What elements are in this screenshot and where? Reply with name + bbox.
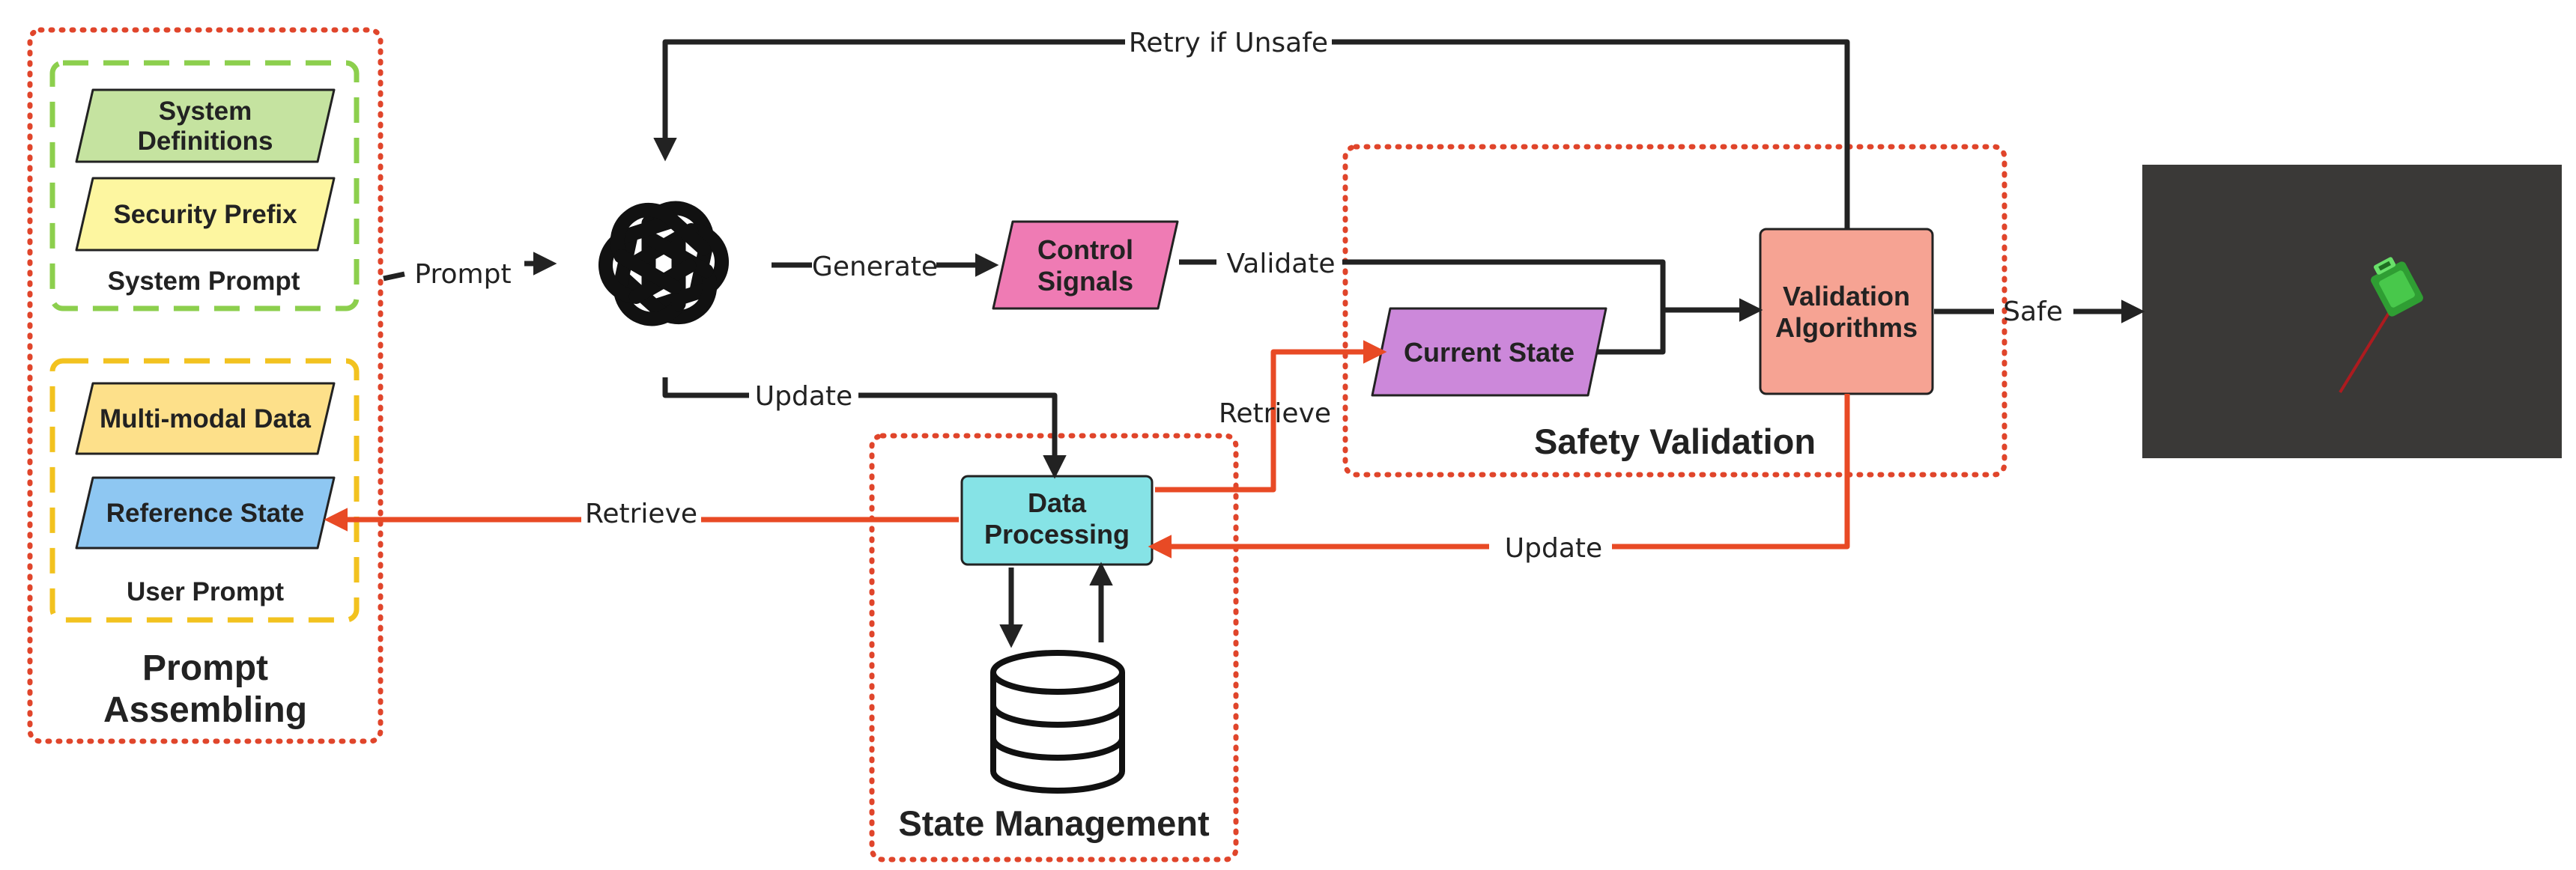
retry-arrow — [665, 39, 1850, 229]
prompt-assembling-group — [27, 27, 384, 744]
control-signals-label-line1: Control — [1037, 234, 1133, 265]
system-definitions-shape — [75, 88, 336, 163]
update-llm-arrow — [662, 377, 1055, 472]
user-prompt-group — [49, 358, 360, 623]
retrieve-reference-edge-label: Retrieve — [585, 499, 697, 529]
validation-algorithms-label-line2: Algorithms — [1775, 312, 1918, 343]
current-state-label: Current State — [1404, 337, 1575, 368]
system-prompt-group — [49, 60, 360, 311]
reference-state-shape — [75, 476, 336, 550]
update-llm-edge-label: Update — [755, 381, 852, 412]
safety-validation-group — [1342, 144, 2007, 478]
validate-arrow — [1179, 259, 1756, 310]
retrieve-current-edge-label: Retrieve — [1219, 398, 1331, 429]
state-management-title: State Management — [898, 803, 1210, 843]
database-icon — [990, 650, 1125, 794]
robot-topdown-image — [2142, 165, 2562, 458]
multimodal-data-shape — [75, 382, 336, 455]
multimodal-data-label: Multi-modal Data — [100, 404, 311, 434]
system-definitions-node: System Definitions — [75, 88, 336, 163]
prompt-assembling-title-line2: Assembling — [103, 690, 307, 730]
safety-validation-title: Safety Validation — [1534, 422, 1816, 461]
prompt-assembling-title-line1: Prompt — [142, 648, 268, 688]
update-validation-edge-label: Update — [1505, 533, 1602, 564]
system-definitions-label-line2: Definitions — [138, 127, 273, 156]
current-state-to-validation-arrow — [1597, 310, 1666, 355]
validation-algorithms-shape — [1759, 228, 1934, 395]
validation-algorithms-label-line1: Validation — [1783, 281, 1910, 311]
control-signals-node: Control Signals — [992, 220, 1179, 310]
system-definitions-label-line1: System — [159, 97, 252, 126]
current-state-node: Current State — [1371, 307, 1607, 397]
security-prefix-shape — [75, 177, 336, 252]
user-prompt-title: User Prompt — [127, 577, 284, 606]
reference-state-node: Reference State — [75, 476, 336, 550]
prompt-arrow — [383, 264, 550, 279]
safe-edge-label: Safe — [2003, 296, 2063, 327]
prompt-edge-label: Prompt — [414, 259, 511, 290]
openai-logo-icon — [598, 201, 729, 326]
multimodal-data-node: Multi-modal Data — [75, 382, 336, 455]
validate-edge-label: Validate — [1226, 249, 1335, 279]
security-prefix-node: Security Prefix — [75, 177, 336, 252]
generate-edge-label: Generate — [812, 252, 938, 282]
validation-algorithms-node: Validation Algorithms — [1759, 228, 1934, 395]
system-prompt-title: System Prompt — [108, 267, 300, 296]
reference-state-label: Reference State — [106, 499, 305, 528]
data-processing-label-line1: Data — [1028, 487, 1087, 518]
retry-edge-label: Retry if Unsafe — [1129, 28, 1328, 58]
data-processing-node: Data Processing — [960, 475, 1154, 566]
control-signals-label-line2: Signals — [1037, 266, 1133, 296]
retrieve-current-arrow — [1155, 340, 1387, 493]
data-processing-label-line2: Processing — [984, 519, 1130, 550]
update-validation-arrow — [1155, 394, 1850, 547]
security-prefix-label: Security Prefix — [113, 200, 297, 229]
current-state-shape — [1371, 307, 1607, 397]
